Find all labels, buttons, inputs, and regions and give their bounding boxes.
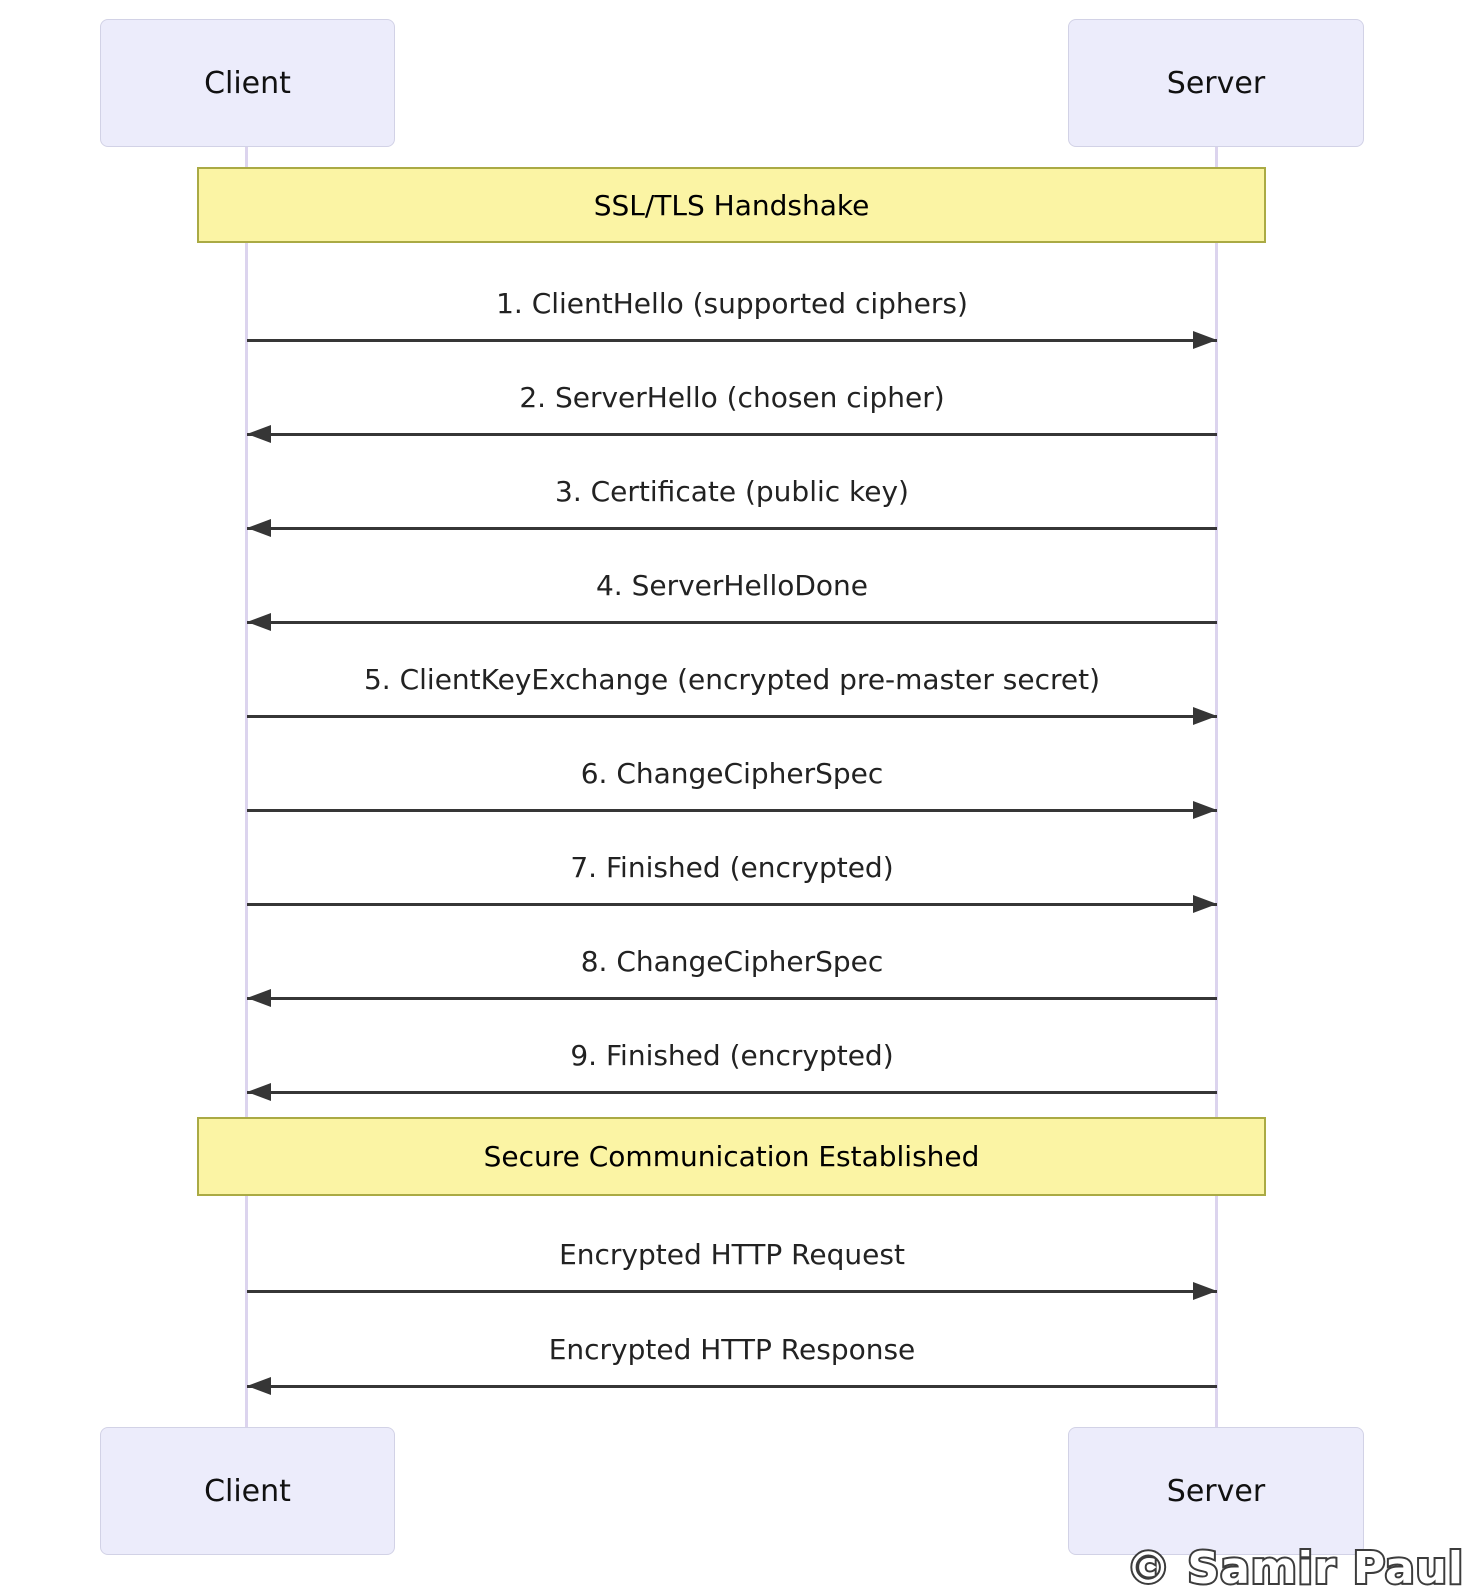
message-arrow-left xyxy=(247,1083,1217,1101)
arrowhead-icon xyxy=(1193,707,1217,725)
arrowhead-icon xyxy=(247,1083,271,1101)
message-label: 6. ChangeCipherSpec xyxy=(580,757,884,790)
actor-server-bottom: Server xyxy=(1068,1427,1364,1555)
banner-ssl-tls-handshake: SSL/TLS Handshake xyxy=(197,167,1266,243)
banner-secure-communication: Secure Communication Established xyxy=(197,1117,1266,1196)
message-arrow-left xyxy=(247,613,1217,631)
message-label: 2. ServerHello (chosen cipher) xyxy=(519,381,945,414)
message-label: 1. ClientHello (supported ciphers) xyxy=(496,287,968,320)
message-label: 9. Finished (encrypted) xyxy=(570,1039,894,1072)
actor-client-top: Client xyxy=(100,19,395,147)
arrowhead-icon xyxy=(1193,331,1217,349)
arrowhead-icon xyxy=(247,1377,271,1395)
message-arrow-right xyxy=(247,1282,1217,1300)
client-lifeline xyxy=(245,147,248,1427)
arrowhead-icon xyxy=(247,519,271,537)
message-label: 4. ServerHelloDone xyxy=(595,569,869,602)
message-label: 8. ChangeCipherSpec xyxy=(580,945,884,978)
message-arrow-left xyxy=(247,1377,1217,1395)
message-arrow-left xyxy=(247,425,1217,443)
message-arrow-left xyxy=(247,989,1217,1007)
server-lifeline xyxy=(1215,147,1218,1427)
arrowhead-icon xyxy=(247,989,271,1007)
message-arrow-right xyxy=(247,895,1217,913)
message-arrow-right xyxy=(247,707,1217,725)
message-label: 7. Finished (encrypted) xyxy=(570,851,894,884)
message-label: 5. ClientKeyExchange (encrypted pre-mast… xyxy=(363,663,1101,696)
arrowhead-icon xyxy=(1193,895,1217,913)
message-arrow-right xyxy=(247,801,1217,819)
arrowhead-icon xyxy=(247,613,271,631)
message-label: Encrypted HTTP Response xyxy=(548,1333,916,1366)
arrowhead-icon xyxy=(1193,1282,1217,1300)
message-arrow-left xyxy=(247,519,1217,537)
actor-server-top: Server xyxy=(1068,19,1364,147)
watermark: © Samir Paul xyxy=(1124,1541,1465,1594)
message-arrow-right xyxy=(247,331,1217,349)
actor-client-bottom: Client xyxy=(100,1427,395,1555)
message-label: Encrypted HTTP Request xyxy=(559,1238,905,1271)
message-label: 3. Certificate (public key) xyxy=(555,475,909,508)
arrowhead-icon xyxy=(1193,801,1217,819)
arrowhead-icon xyxy=(247,425,271,443)
